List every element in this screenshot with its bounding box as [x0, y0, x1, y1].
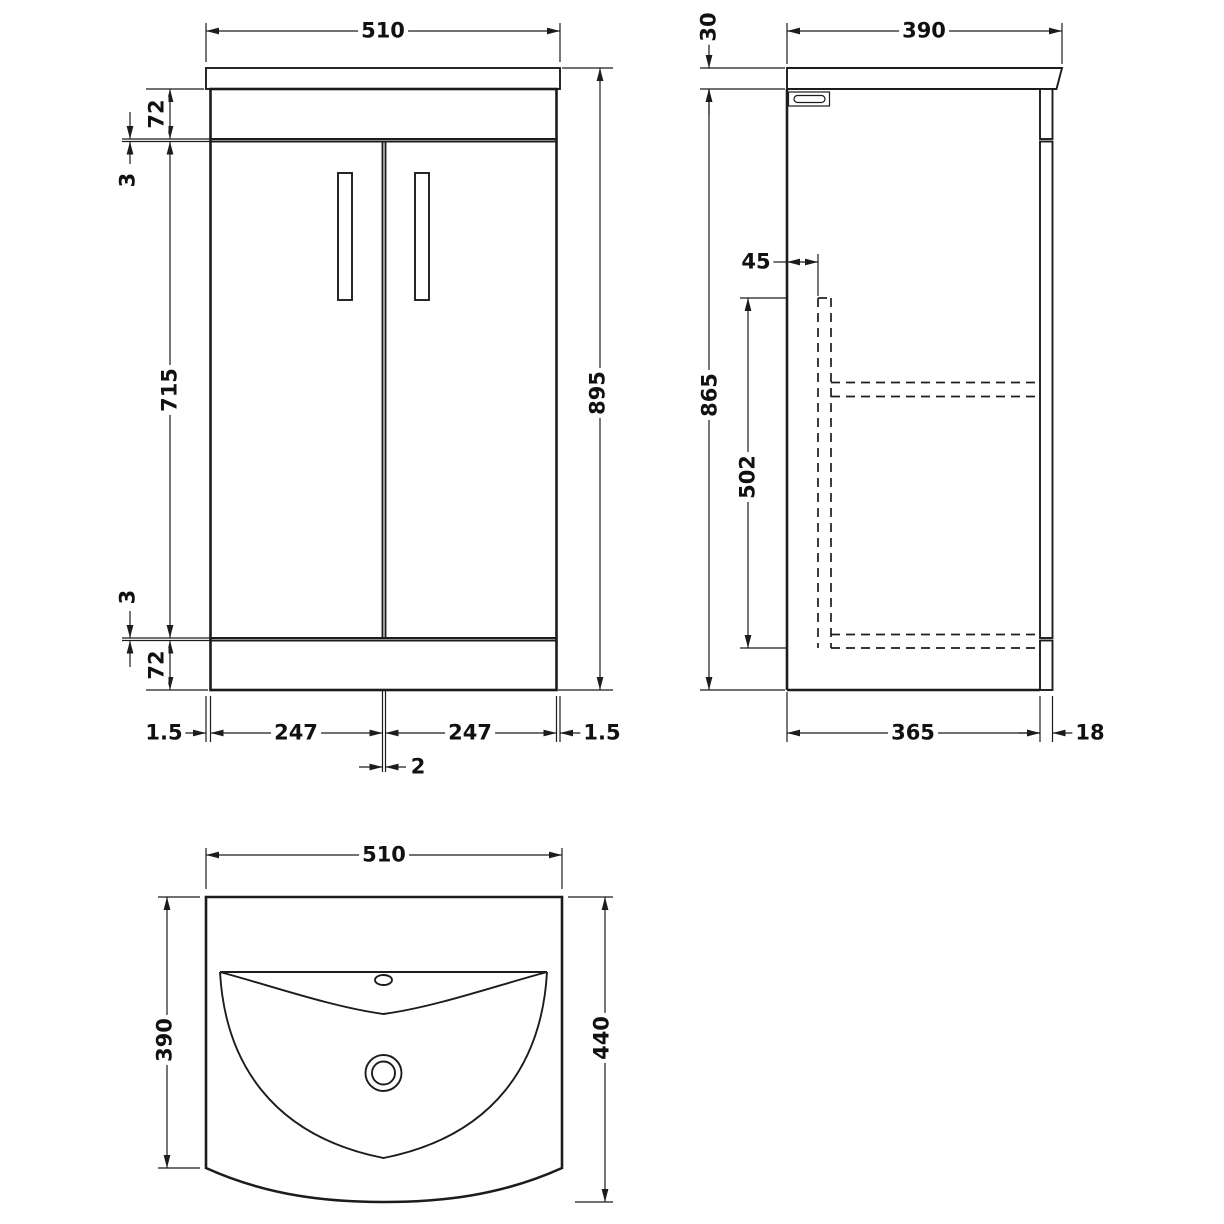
plan-view: [158, 848, 613, 1204]
plan-ledge-curve: [219, 971, 548, 1015]
plan-waste-outer: [364, 1054, 403, 1092]
plan-basin-outline: [204, 895, 564, 1204]
front-basin-top: [205, 67, 561, 90]
front-right-door-handle: [414, 172, 430, 301]
dim-front-left-door: 247: [271, 721, 321, 745]
dim-front-bottom-rail: 72: [145, 647, 169, 683]
dim-plan-overall-depth: 440: [590, 1013, 614, 1063]
dim-side-internal-height: 502: [736, 452, 760, 502]
dim-front-overall-width: 510: [358, 19, 408, 43]
dim-side-cabinet-height: 865: [698, 370, 722, 420]
dim-front-door-gap: 2: [407, 755, 429, 779]
dim-front-door-height: 715: [158, 365, 182, 415]
dim-front-left-side: 1.5: [142, 721, 186, 745]
plan-bowl-curve: [219, 971, 548, 1159]
side-top-rail-edge: [1039, 88, 1054, 140]
plan-waste-inner: [371, 1060, 396, 1086]
dim-front-bottom-gap: 3: [116, 586, 140, 608]
dim-front-top-gap: 3: [116, 169, 140, 191]
front-left-door-handle: [337, 172, 353, 301]
dim-side-body-depth: 365: [888, 721, 938, 745]
dim-front-right-side: 1.5: [580, 721, 624, 745]
dim-plan-bowl-depth: 390: [153, 1015, 177, 1065]
dim-side-basin-thickness: 30: [697, 9, 721, 45]
plan-dimensions: [158, 848, 613, 1203]
side-fixing-bracket: [787, 91, 831, 107]
side-fixing-slot: [793, 94, 826, 104]
dim-front-right-door: 247: [445, 721, 495, 745]
front-elevation-view: [122, 23, 613, 772]
dim-side-door-thickness: 18: [1072, 721, 1108, 745]
side-bottom-rail-edge: [1039, 639, 1054, 691]
dim-plan-overall-width: 510: [359, 843, 409, 867]
front-cabinet-outline: [209, 87, 558, 692]
side-hidden-panels: [817, 297, 1040, 649]
side-elevation-view: [700, 23, 1074, 742]
dim-side-back-clearance: 45: [738, 250, 774, 274]
side-basin-top: [786, 67, 1064, 90]
dim-front-overall-height: 895: [586, 368, 610, 418]
dim-front-top-rail: 72: [145, 96, 169, 132]
dim-side-overall-depth: 390: [899, 19, 949, 43]
plan-tap-hole: [374, 974, 393, 986]
side-door-edge: [1039, 140, 1054, 639]
front-dimensions: [122, 23, 613, 772]
